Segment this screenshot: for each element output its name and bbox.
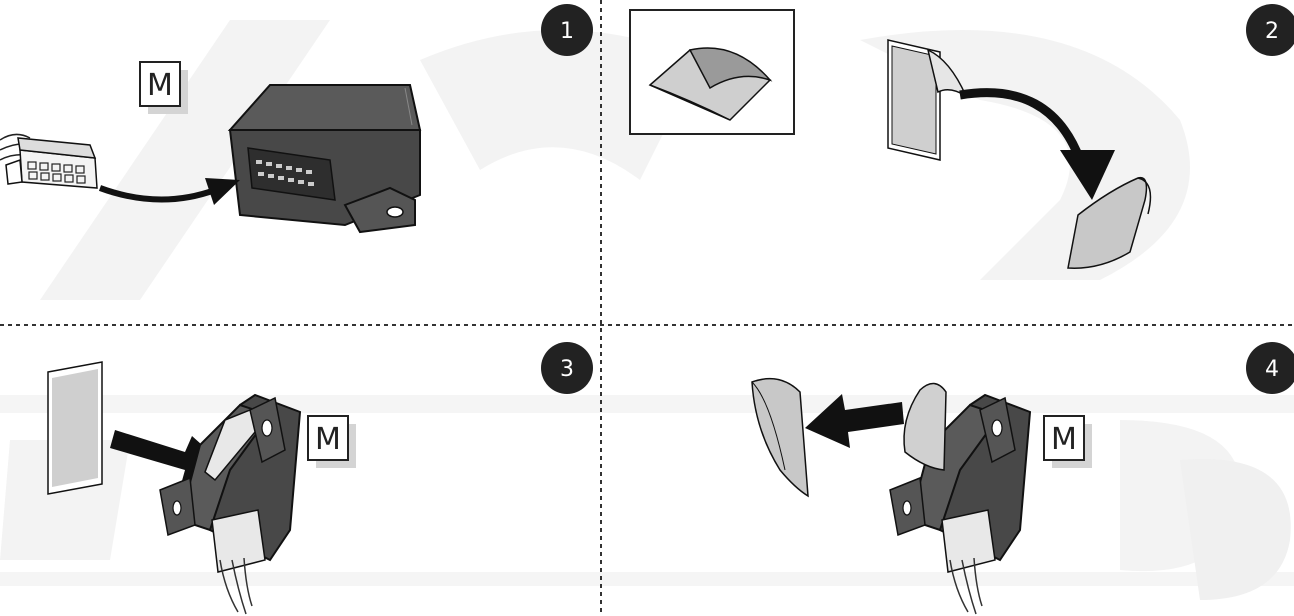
step-4-panel: 4 M bbox=[751, 342, 1294, 615]
step-2-badge: 2 bbox=[1246, 4, 1294, 56]
step-1-badge: 1 bbox=[541, 4, 593, 56]
step-2-panel: 2 bbox=[629, 4, 1294, 269]
step-3-module bbox=[159, 393, 302, 615]
step-1-module bbox=[227, 84, 422, 234]
step-4-label-box: M bbox=[1043, 415, 1092, 468]
step-2-adhesive-pad bbox=[887, 39, 968, 161]
svg-text:M: M bbox=[315, 422, 341, 457]
step-1-plug bbox=[0, 133, 98, 189]
step-3-panel: 3 M bbox=[47, 342, 593, 615]
step-3-adhesive-pad bbox=[47, 361, 103, 495]
step-4-arrow bbox=[805, 394, 904, 448]
svg-text:2: 2 bbox=[1265, 19, 1279, 44]
step-4-badge: 4 bbox=[1246, 342, 1294, 394]
step-2-inset-box bbox=[629, 9, 795, 135]
step-2-removed-liner bbox=[1067, 176, 1152, 269]
svg-text:4: 4 bbox=[1265, 357, 1279, 382]
step-1-label-box: M bbox=[139, 61, 188, 114]
step-2-arrow bbox=[959, 88, 1085, 162]
step-1-arrow bbox=[98, 185, 217, 203]
svg-text:M: M bbox=[1051, 422, 1077, 457]
svg-text:1: 1 bbox=[560, 19, 574, 44]
step-4-removed-liner bbox=[751, 377, 809, 498]
step-3-label-box: M bbox=[307, 415, 356, 468]
step-3-badge: 3 bbox=[541, 342, 593, 394]
svg-text:3: 3 bbox=[560, 357, 574, 382]
step-4-module bbox=[889, 382, 1032, 615]
step-1-panel: 1 M bbox=[0, 4, 593, 234]
svg-text:M: M bbox=[147, 68, 173, 103]
